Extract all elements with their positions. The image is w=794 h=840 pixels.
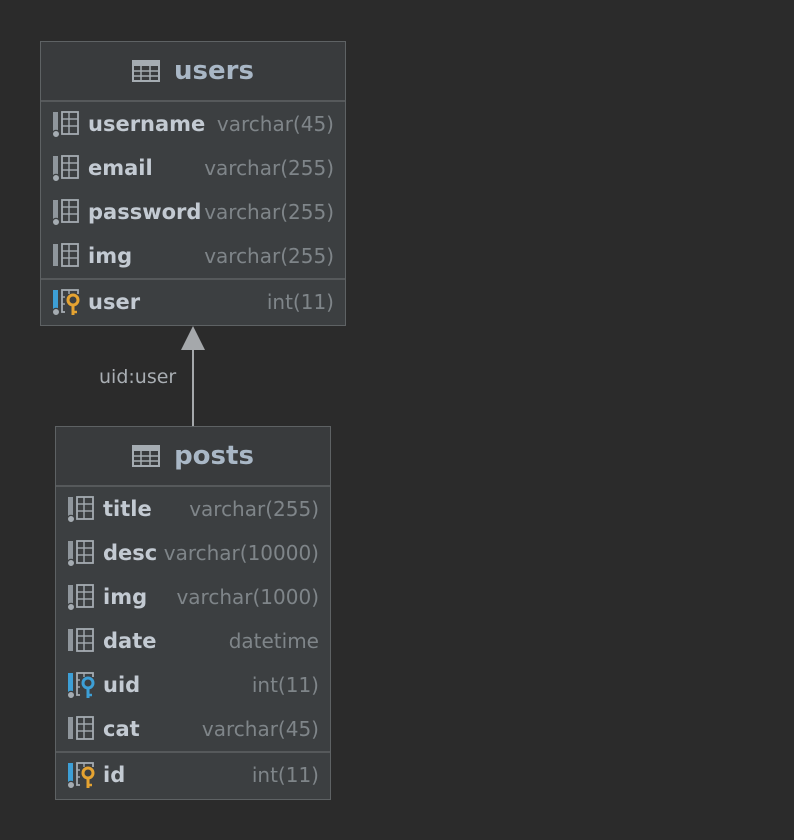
primary-key-icon bbox=[66, 761, 96, 790]
entity-title: users bbox=[174, 56, 254, 86]
column-row-users-username[interactable]: username varchar(45) bbox=[41, 102, 345, 146]
column-type: varchar(1000) bbox=[176, 585, 319, 609]
primary-key-icon bbox=[51, 288, 81, 317]
foreign-key-icon bbox=[66, 671, 96, 700]
entity-users[interactable]: users username varchar(45) email varchar(25… bbox=[40, 41, 346, 326]
column-name: id bbox=[103, 763, 126, 787]
column-row-posts-cat[interactable]: cat varchar(45) bbox=[56, 707, 330, 751]
column-type: varchar(255) bbox=[189, 497, 319, 521]
column-dot-icon bbox=[66, 583, 96, 612]
column-row-posts-date[interactable]: date datetime bbox=[56, 619, 330, 663]
column-name: password bbox=[88, 200, 202, 224]
column-name: desc bbox=[103, 541, 158, 565]
table-icon bbox=[132, 60, 161, 82]
column-name: username bbox=[88, 112, 206, 136]
column-type: int(11) bbox=[251, 763, 319, 787]
column-dot-icon bbox=[51, 110, 81, 139]
column-type: varchar(45) bbox=[201, 717, 319, 741]
column-type: varchar(255) bbox=[204, 244, 334, 268]
column-type: datetime bbox=[228, 629, 319, 653]
entity-title: posts bbox=[174, 441, 254, 471]
column-dot-icon bbox=[66, 539, 96, 568]
column-type: int(11) bbox=[251, 673, 319, 697]
entity-header-users: users bbox=[41, 42, 345, 102]
column-name: img bbox=[103, 585, 148, 609]
column-icon bbox=[66, 627, 96, 655]
column-type: varchar(255) bbox=[204, 200, 334, 224]
column-name: cat bbox=[103, 717, 140, 741]
column-name: img bbox=[88, 244, 133, 268]
column-type: varchar(255) bbox=[204, 156, 334, 180]
column-dot-icon bbox=[51, 198, 81, 227]
relation-arrowhead bbox=[181, 326, 205, 350]
key-row-posts-id[interactable]: id int(11) bbox=[56, 753, 330, 797]
column-type: varchar(45) bbox=[216, 112, 334, 136]
keys-posts: id int(11) bbox=[56, 751, 330, 797]
keys-users: user int(11) bbox=[41, 278, 345, 324]
column-row-posts-title[interactable]: title varchar(255) bbox=[56, 487, 330, 531]
column-row-posts-img[interactable]: img varchar(1000) bbox=[56, 575, 330, 619]
key-row-users-user[interactable]: user int(11) bbox=[41, 280, 345, 324]
column-row-posts-uid[interactable]: uid int(11) bbox=[56, 663, 330, 707]
column-dot-icon bbox=[51, 154, 81, 183]
column-name: title bbox=[103, 497, 152, 521]
column-name: date bbox=[103, 629, 157, 653]
column-row-users-email[interactable]: email varchar(255) bbox=[41, 146, 345, 190]
table-icon bbox=[132, 445, 161, 467]
column-type: int(11) bbox=[266, 290, 334, 314]
column-icon bbox=[51, 242, 81, 270]
column-name: email bbox=[88, 156, 153, 180]
entity-header-posts: posts bbox=[56, 427, 330, 487]
column-name: user bbox=[88, 290, 141, 314]
column-dot-icon bbox=[66, 495, 96, 524]
column-icon bbox=[66, 715, 96, 743]
column-name: uid bbox=[103, 673, 141, 697]
column-type: varchar(10000) bbox=[163, 541, 319, 565]
relation-label: uid:user bbox=[99, 366, 177, 388]
column-row-users-img[interactable]: img varchar(255) bbox=[41, 234, 345, 278]
